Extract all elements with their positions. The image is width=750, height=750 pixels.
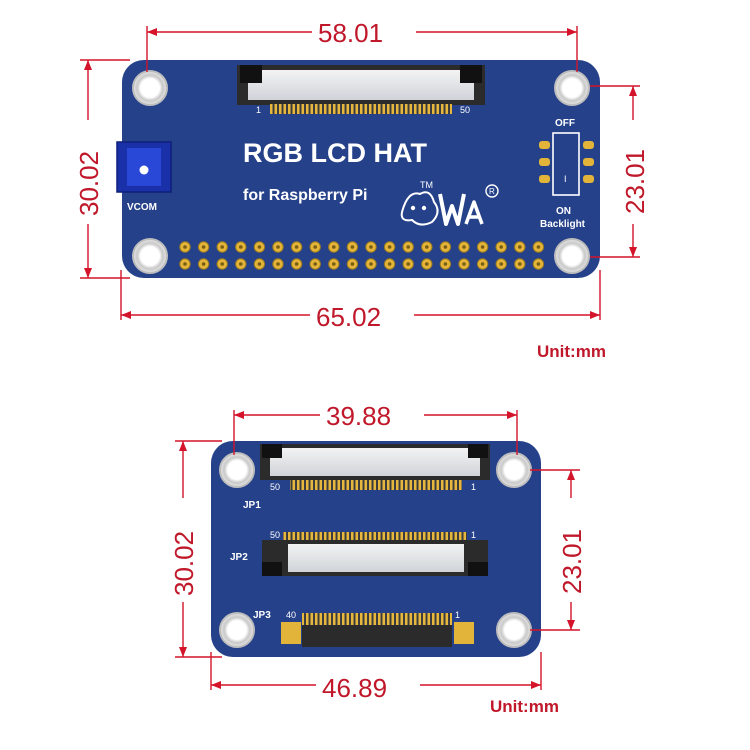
mounting-hole <box>496 452 532 488</box>
gpio-pin-hole <box>294 262 299 266</box>
jp2-connector: 50 1 JP2 <box>230 530 488 576</box>
gpio-pin-hole <box>518 245 522 249</box>
bottom-unit-label: Unit:mm <box>490 697 559 716</box>
gpio-pin-hole <box>443 245 448 249</box>
mounting-hole <box>554 70 590 106</box>
jp1-pin-right: 1 <box>471 482 476 492</box>
gpio-pin-hole <box>499 245 504 249</box>
gpio-pin-hole <box>257 245 262 249</box>
board-subtitle: for Raspberry Pi <box>243 187 367 204</box>
gpio-pin-hole <box>313 262 318 266</box>
jp3-pin-left: 40 <box>286 610 296 620</box>
gpio-pin-hole <box>462 245 466 249</box>
gpio-pin-hole <box>536 262 541 266</box>
gpio-pin-hole <box>183 262 187 266</box>
jp3-pin-right: 1 <box>455 610 460 620</box>
top-board-bottom-width: 65.02 <box>316 302 381 332</box>
mounting-hole <box>132 238 168 274</box>
top-dimensions: 58.01 65.02 30.02 23.01 Unit:mm <box>74 18 650 361</box>
trademark-label: TM <box>420 180 433 190</box>
top-board-top-width: 58.01 <box>318 18 383 48</box>
switch-on-label: ON <box>556 206 571 217</box>
gpio-pin-hole <box>350 262 355 266</box>
vcom-potentiometer: VCOM <box>116 141 172 213</box>
gpio-pin-hole <box>294 245 299 249</box>
gpio-pin-hole <box>499 262 504 266</box>
gpio-pin-hole <box>480 245 485 249</box>
mounting-hole <box>219 612 255 648</box>
gpio-pin-hole <box>536 245 541 249</box>
gpio-pin-hole <box>406 245 411 249</box>
bottom-board-top-width: 39.88 <box>326 401 391 431</box>
top-board: 1 50 VCOM RGB LCD HAT for Raspberry Pi T… <box>116 60 600 278</box>
gpio-pin-hole <box>332 245 336 249</box>
switch-marker: I <box>564 174 567 184</box>
gpio-pin-hole <box>239 262 243 266</box>
mounting-hole <box>132 70 168 106</box>
gpio-pin-hole <box>443 262 448 266</box>
switch-off-label: OFF <box>555 118 575 129</box>
fpc-pin-first-label: 1 <box>256 105 261 115</box>
waveshare-logo: TM R <box>400 180 499 226</box>
backlight-switch: OFF I ON Backlight <box>539 118 594 230</box>
jp1-connector: 50 1 JP1 <box>243 444 490 511</box>
gpio-pin-hole <box>257 262 262 266</box>
bottom-dimensions: 39.88 46.89 30.02 23.01 Unit:mm <box>169 401 587 716</box>
jp1-pin-left: 50 <box>270 482 280 492</box>
jp2-pin-left: 50 <box>270 530 280 540</box>
gpio-pin-hole <box>369 245 373 249</box>
gpio-pin-hole <box>220 262 224 266</box>
gpio-pin-hole <box>276 245 280 249</box>
gpio-pin-hole <box>518 262 522 266</box>
mounting-hole <box>554 238 590 274</box>
jp1-label: JP1 <box>243 500 261 511</box>
fpc-pin-last-label: 50 <box>460 105 470 115</box>
bottom-board-left-height: 30.02 <box>169 531 199 596</box>
board-title: RGB LCD HAT <box>243 138 427 168</box>
bottom-board-right-height: 23.01 <box>557 529 587 594</box>
bottom-board-bottom-width: 46.89 <box>322 673 387 703</box>
top-board-left-height: 30.02 <box>74 151 104 216</box>
gpio-pin-hole <box>387 245 392 249</box>
jp3-label: JP3 <box>253 610 271 621</box>
switch-name-label: Backlight <box>540 219 586 230</box>
gpio-pin-hole <box>425 262 429 266</box>
gpio-header <box>179 241 545 270</box>
gpio-pin-hole <box>220 245 224 249</box>
gpio-pin-hole <box>313 245 318 249</box>
jp2-label: JP2 <box>230 552 248 563</box>
gpio-pin-hole <box>406 262 411 266</box>
gpio-pin-hole <box>183 245 187 249</box>
gpio-pin-hole <box>369 262 373 266</box>
gpio-pin-hole <box>425 245 429 249</box>
gpio-pin-hole <box>201 262 206 266</box>
jp3-connector: JP3 40 1 <box>253 610 474 647</box>
bottom-board: 50 1 JP1 50 1 JP2 JP3 40 1 <box>211 441 541 657</box>
gpio-pin-hole <box>480 262 485 266</box>
fpc-connector: 1 50 <box>237 65 485 115</box>
gpio-pin-hole <box>350 245 355 249</box>
vcom-label: VCOM <box>127 202 157 213</box>
jp2-pin-right: 1 <box>471 530 476 540</box>
gpio-pin-hole <box>387 262 392 266</box>
registered-mark: R <box>489 187 495 196</box>
top-unit-label: Unit:mm <box>537 342 606 361</box>
top-board-right-height: 23.01 <box>620 149 650 214</box>
gpio-pin-hole <box>462 262 466 266</box>
mounting-hole <box>219 452 255 488</box>
gpio-pin-hole <box>239 245 243 249</box>
mounting-hole <box>496 612 532 648</box>
gpio-pin-hole <box>201 245 206 249</box>
gpio-pin-hole <box>332 262 336 266</box>
gpio-pin-hole <box>276 262 280 266</box>
